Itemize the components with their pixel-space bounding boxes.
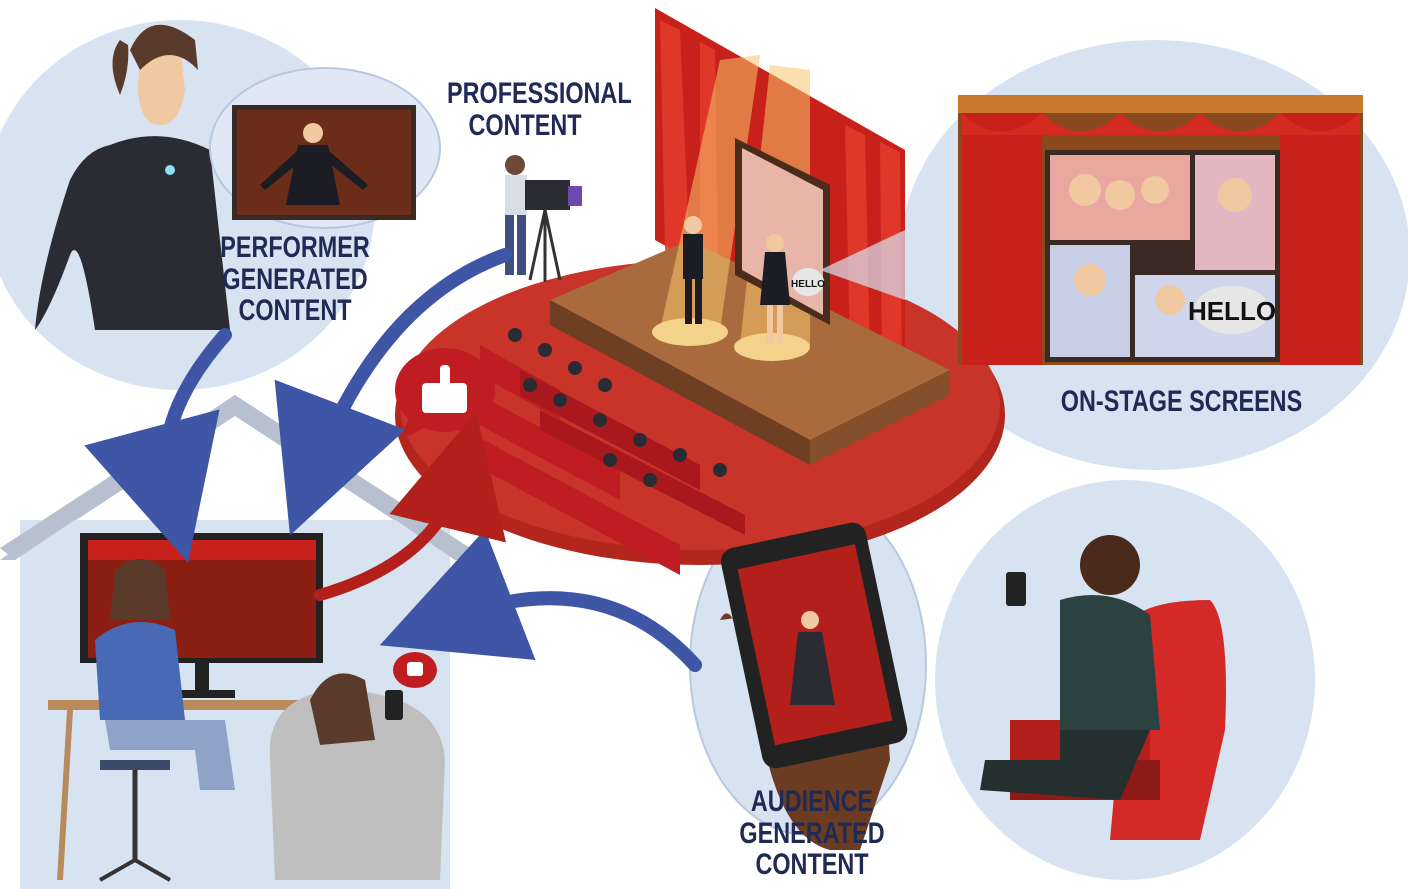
stage-performer-woman	[760, 234, 790, 343]
audience-label-line-1: AUDIENCE	[750, 785, 874, 818]
onstage-screens-label: ON-STAGE SCREENS	[1060, 385, 1303, 418]
audience-member-man	[980, 535, 1160, 800]
professional-label-line-1: PROFESSIONAL	[447, 77, 632, 110]
performer-woman	[35, 24, 230, 330]
arrow-home-to-theater	[314, 411, 506, 601]
professional-content-label: PROFESSIONAL CONTENT	[447, 77, 632, 142]
video-camera-icon	[505, 155, 582, 282]
video-tile-girl	[1050, 245, 1130, 357]
hello-text-large: HELLO	[1188, 296, 1276, 326]
audience-generated-content-label: AUDIENCE GENERATED CONTENT	[734, 786, 890, 881]
performer-screen-man	[260, 123, 368, 205]
curtain-right	[1280, 113, 1360, 365]
arrow-professional-to-home	[274, 248, 512, 536]
hello-bubble-large	[1194, 286, 1270, 334]
audience-label-line-3: CONTENT	[755, 848, 869, 881]
video-tile-woman	[1195, 155, 1275, 270]
curtain-left	[962, 113, 1042, 365]
performer-label-line-1: PERFORMER	[220, 231, 370, 264]
home-viewer-woman	[95, 559, 235, 882]
flow-arrows-blue	[84, 248, 702, 672]
performer-generated-content-label: PERFORMER GENERATED CONTENT	[217, 232, 373, 327]
professional-label-line-2: CONTENT	[468, 108, 582, 142]
beanbag-viewer	[269, 673, 445, 880]
onstage-screens-detail: HELLO	[958, 95, 1363, 365]
hello-text-small: HELLO	[791, 279, 825, 290]
audience-label-line-2: GENERATED	[739, 816, 885, 850]
audience-heads	[508, 328, 727, 487]
theater	[395, 8, 1005, 575]
performer-label-line-2: GENERATED	[222, 262, 368, 296]
thumbs-up-icon	[393, 652, 437, 688]
arrow-audience-to-home	[379, 529, 702, 672]
performer-label-line-3: CONTENT	[238, 294, 352, 327]
stage-performer-man	[683, 216, 703, 324]
smartphone-icon	[720, 522, 908, 850]
arrow-performer-to-home	[84, 328, 232, 563]
desk	[48, 700, 378, 710]
zoom-wedge-stage	[820, 230, 905, 300]
